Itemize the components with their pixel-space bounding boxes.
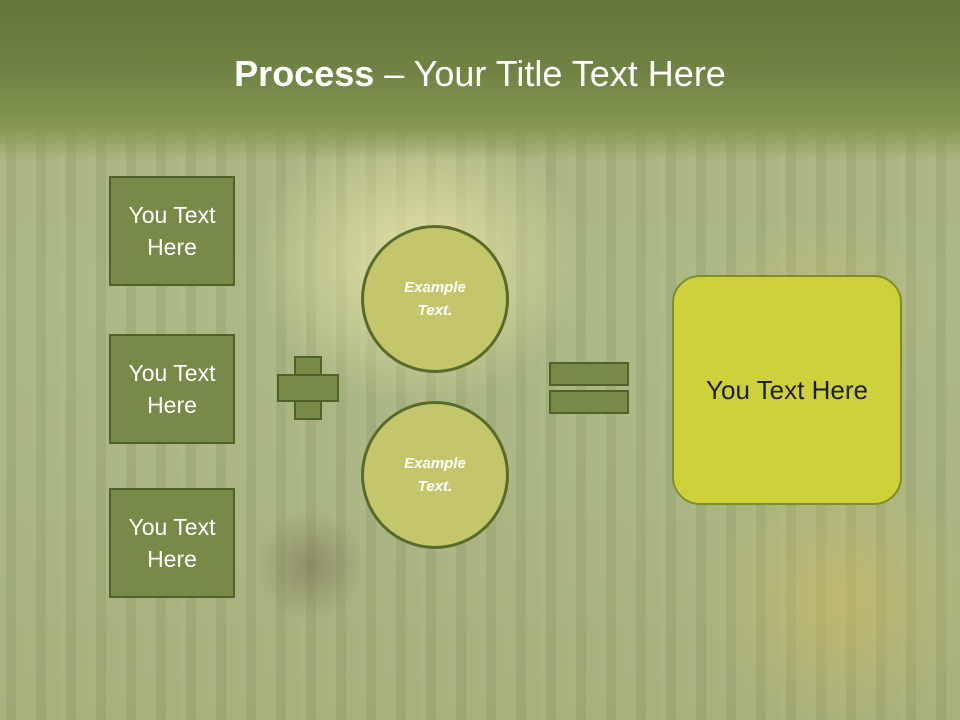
example-circle-1-line1: Example [404,279,466,296]
equals-sign-bottom-bar [549,390,629,414]
equals-sign-top-bar [549,362,629,386]
text-box-2-line1: You Text [128,360,216,386]
example-circle-2-line2: Text. [417,478,453,495]
slide-title: Process – Your Title Text Here [0,52,960,96]
title-bar [0,0,960,160]
title-rest: – Your Title Text Here [374,53,726,94]
text-box-1-line1: You Text [128,202,216,228]
text-box-3-line1: You Text [128,514,216,540]
text-box-2-line2: Here [147,392,197,418]
result-label: You Text Here [706,374,868,405]
example-circle-2-line1: Example [404,455,466,472]
example-circle-1-line2: Text. [417,302,453,319]
text-box-1-line2: Here [147,234,197,260]
result-box[interactable]: You Text Here [672,275,902,505]
title-bold: Process [234,53,375,94]
plus-sign-center [296,376,320,400]
text-box-3-line2: Here [147,546,197,572]
